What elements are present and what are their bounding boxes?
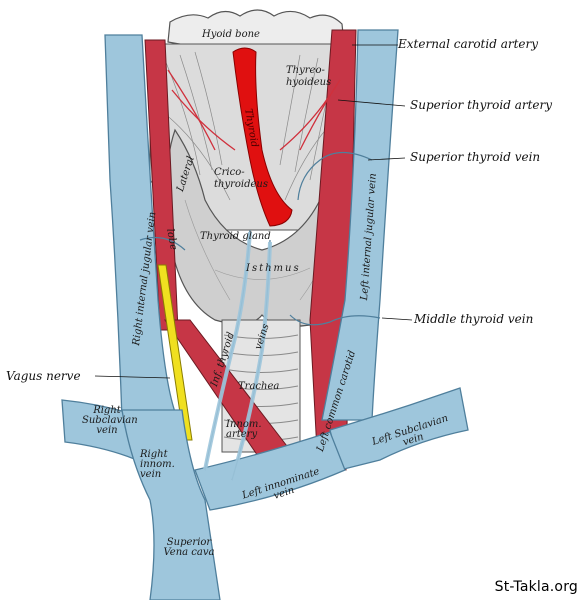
- label-trachea: Trachea: [238, 381, 280, 392]
- label-isthmus: Isthmus: [246, 263, 301, 274]
- label-hyoid-bone: Hyoid bone: [202, 29, 260, 40]
- callout-lines: [94, 44, 413, 379]
- vagus-nerve: [157, 264, 193, 441]
- label-thyroideus: thyroideus: [214, 179, 268, 190]
- thyroid-cartilage-highlight: [232, 47, 293, 227]
- watermark: St-Takla.org: [494, 579, 578, 595]
- superior-thyroid-artery: [167, 69, 341, 151]
- label-superior-vena-cava: Superior Vena cava: [163, 537, 215, 558]
- label-hyoideus: hyoideus: [286, 77, 332, 88]
- label-right-innom-vein: Right innom. vein: [140, 449, 175, 480]
- label-innom-artery: Innom. artery: [226, 419, 262, 440]
- label-crico: Crico-: [214, 167, 245, 178]
- label-right-subclavian-vein: Right Subclavian vein: [82, 405, 138, 436]
- label-vagus-nerve: Vagus nerve: [6, 369, 81, 383]
- label-superior-thyroid-vein: Superior thyroid vein: [410, 150, 541, 164]
- label-middle-thyroid-vein: Middle thyroid vein: [414, 312, 534, 326]
- right-internal-jugular-vein: [104, 34, 179, 421]
- superior-vena-cava: [121, 409, 221, 600]
- label-external-carotid-artery: External carotid artery: [398, 37, 539, 51]
- label-superior-thyroid-artery: Superior thyroid artery: [410, 98, 553, 112]
- label-thyroid-gland: Thyroid gland: [200, 231, 271, 242]
- label-thyreo: Thyreo-: [286, 65, 325, 76]
- left-internal-jugular-vein: [321, 29, 399, 421]
